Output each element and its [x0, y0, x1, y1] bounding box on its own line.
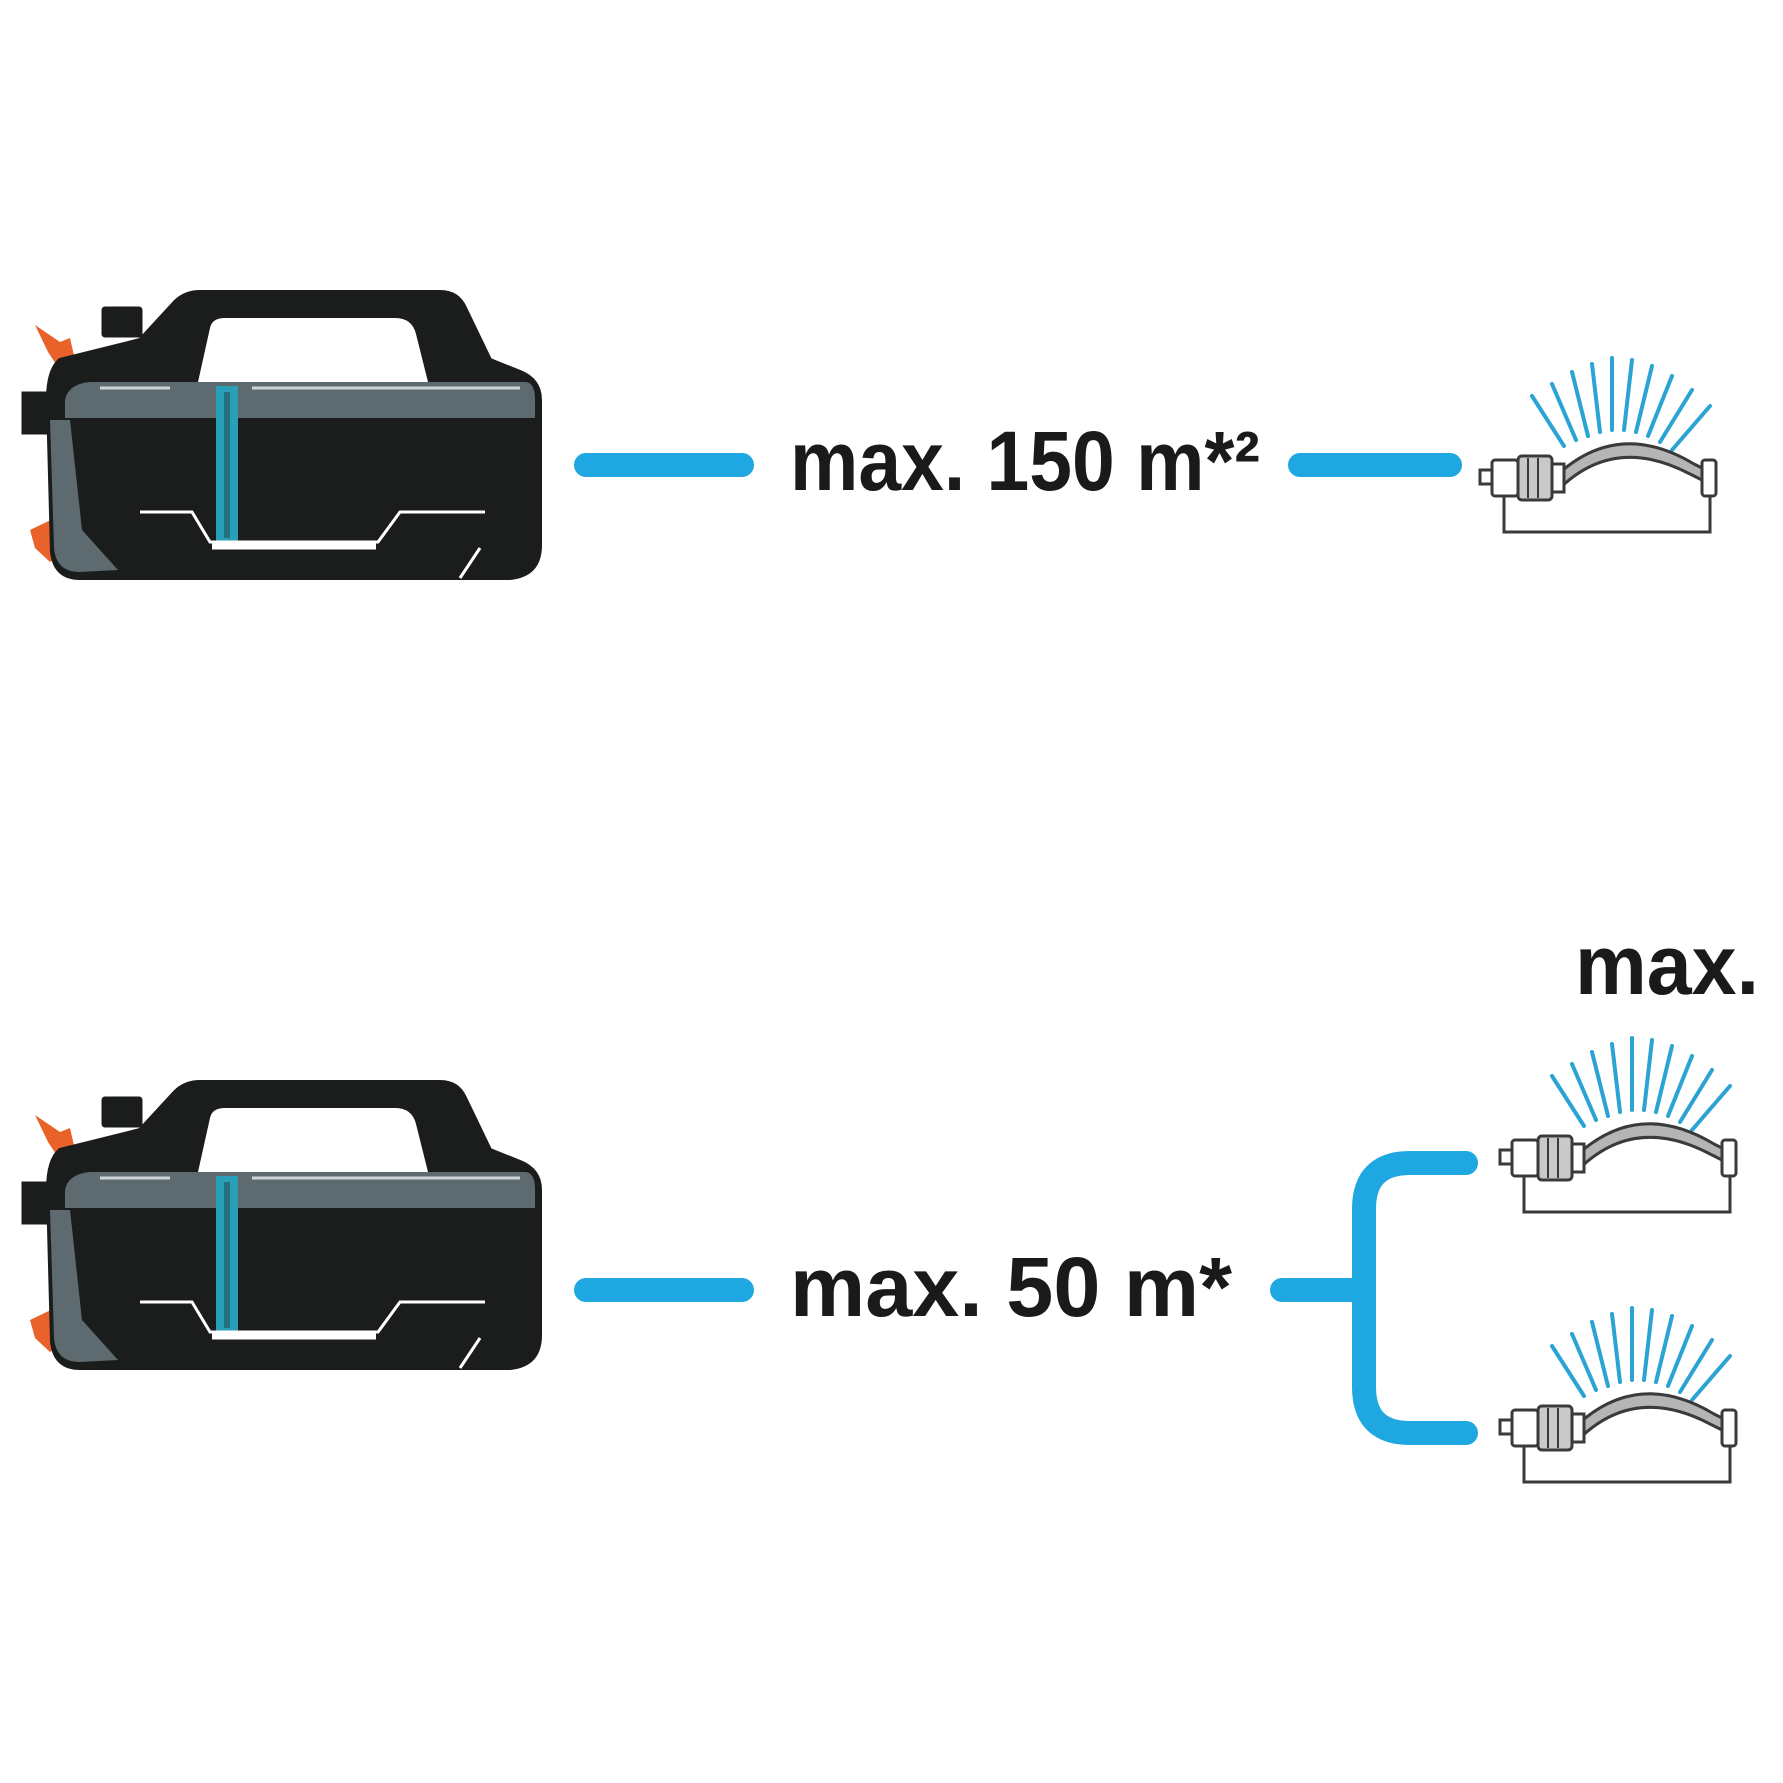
pump-icon: [20, 1082, 540, 1368]
row-2: max. 50 m* max.: [20, 918, 1759, 1484]
row-1: max. 150 m*²: [20, 292, 1718, 578]
hose-branch: [1270, 1151, 1478, 1445]
sprinkler-icon: [1498, 1306, 1738, 1484]
pump-icon: [20, 292, 540, 578]
sprinkler-icon: [1478, 356, 1718, 534]
row-1-length-label: max. 150 m*²: [790, 414, 1260, 508]
sprinkler-group-caption: max.: [1575, 918, 1759, 1012]
row-2-length-label: max. 50 m*: [790, 1240, 1232, 1334]
sprinkler-icon: [1498, 1036, 1738, 1214]
